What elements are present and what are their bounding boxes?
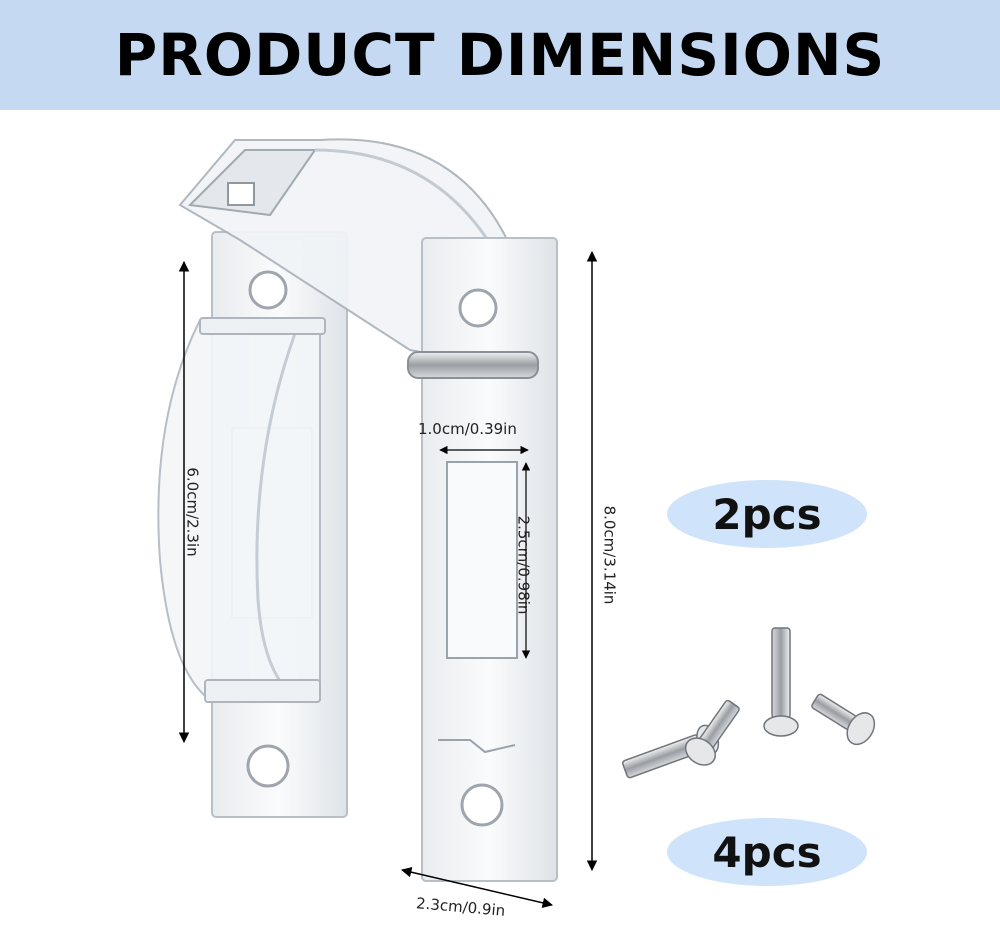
left-lock-plate [157,231,348,818]
dimension-lines [178,250,598,908]
slot-height-label: 2.5cm/0.98in [514,515,533,615]
screws-quantity-badge: 4pcs [667,818,867,886]
screw [684,699,740,766]
locks-quantity-badge: 2pcs [667,480,867,548]
plate-width-line [400,867,554,908]
left-height-label: 6.0cm/2.3in [183,467,202,557]
right-lock-plate [407,237,558,882]
slot-width-label: 1.0cm/0.39in [418,420,517,438]
page-title: PRODUCT DIMENSIONS [114,21,886,89]
screws [622,627,876,779]
locks-quantity: 2pcs [712,489,822,539]
screw [763,627,799,737]
screw [811,693,876,746]
screws-quantity: 4pcs [712,827,822,877]
header-banner: PRODUCT DIMENSIONS [0,0,1000,110]
total-height-label: 8.0cm/3.14in [600,505,619,605]
